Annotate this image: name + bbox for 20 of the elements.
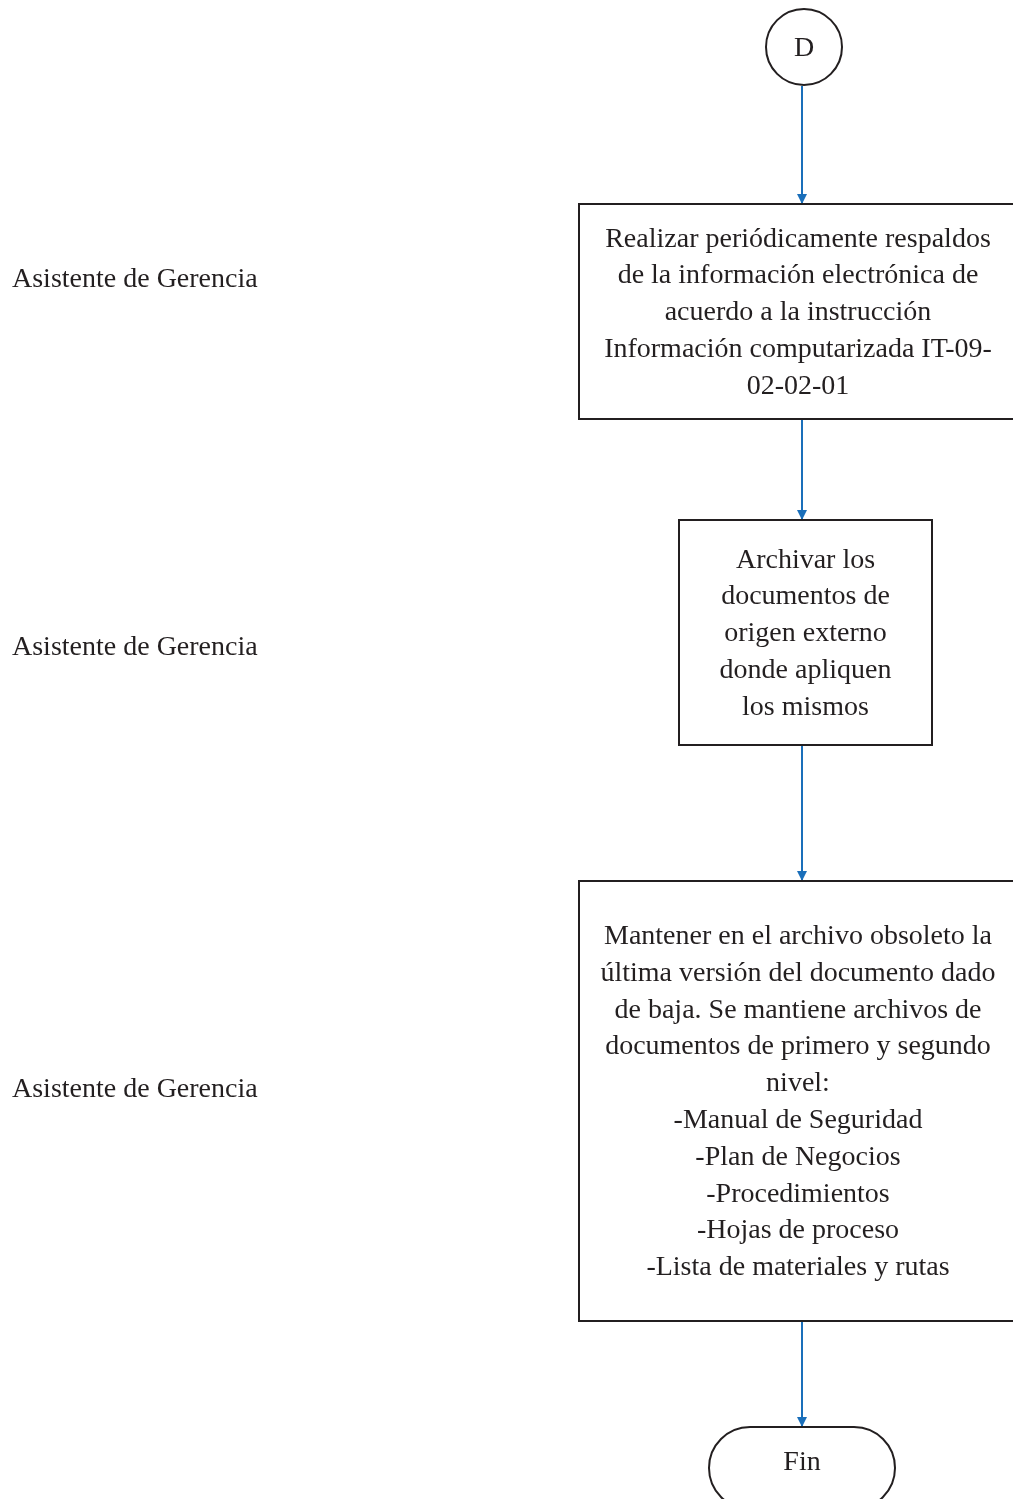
arrow bbox=[797, 745, 807, 881]
node-text: Realizar periódicamente respaldos de la información electrónica de acuerdo a la instrucción Información computarizada IT-09-02-02-01 bbox=[603, 220, 993, 402]
arrow bbox=[797, 419, 807, 520]
node-text: -Manual de Seguridad bbox=[673, 1102, 923, 1136]
node-text: Fin bbox=[783, 1443, 821, 1478]
role-label: Asistente de Gerencia bbox=[12, 262, 258, 294]
role-label: Asistente de Gerencia bbox=[12, 630, 258, 662]
node-text: Mantener en el archivo obsoleto la última versión del documento dado de baja. Se mantiene archivos de documentos de primero y segundo nivel: bbox=[600, 918, 996, 1100]
node-text: -Lista de materiales y rutas bbox=[646, 1249, 950, 1284]
process-box bbox=[578, 880, 1013, 1322]
role-label: Asistente de Gerencia bbox=[12, 1072, 258, 1104]
node-text: Archivar los documentos de origen externo donde apliquen los mismos bbox=[718, 541, 893, 723]
node-text: D bbox=[793, 29, 815, 64]
node-text: -Procedimientos bbox=[706, 1175, 890, 1210]
process-box bbox=[578, 203, 1013, 420]
process-box bbox=[678, 519, 933, 746]
arrow bbox=[797, 85, 807, 204]
node-text: -Plan de Negocios bbox=[695, 1138, 901, 1173]
node-text: -Hojas de proceso bbox=[696, 1212, 900, 1247]
arrow bbox=[797, 1321, 807, 1427]
